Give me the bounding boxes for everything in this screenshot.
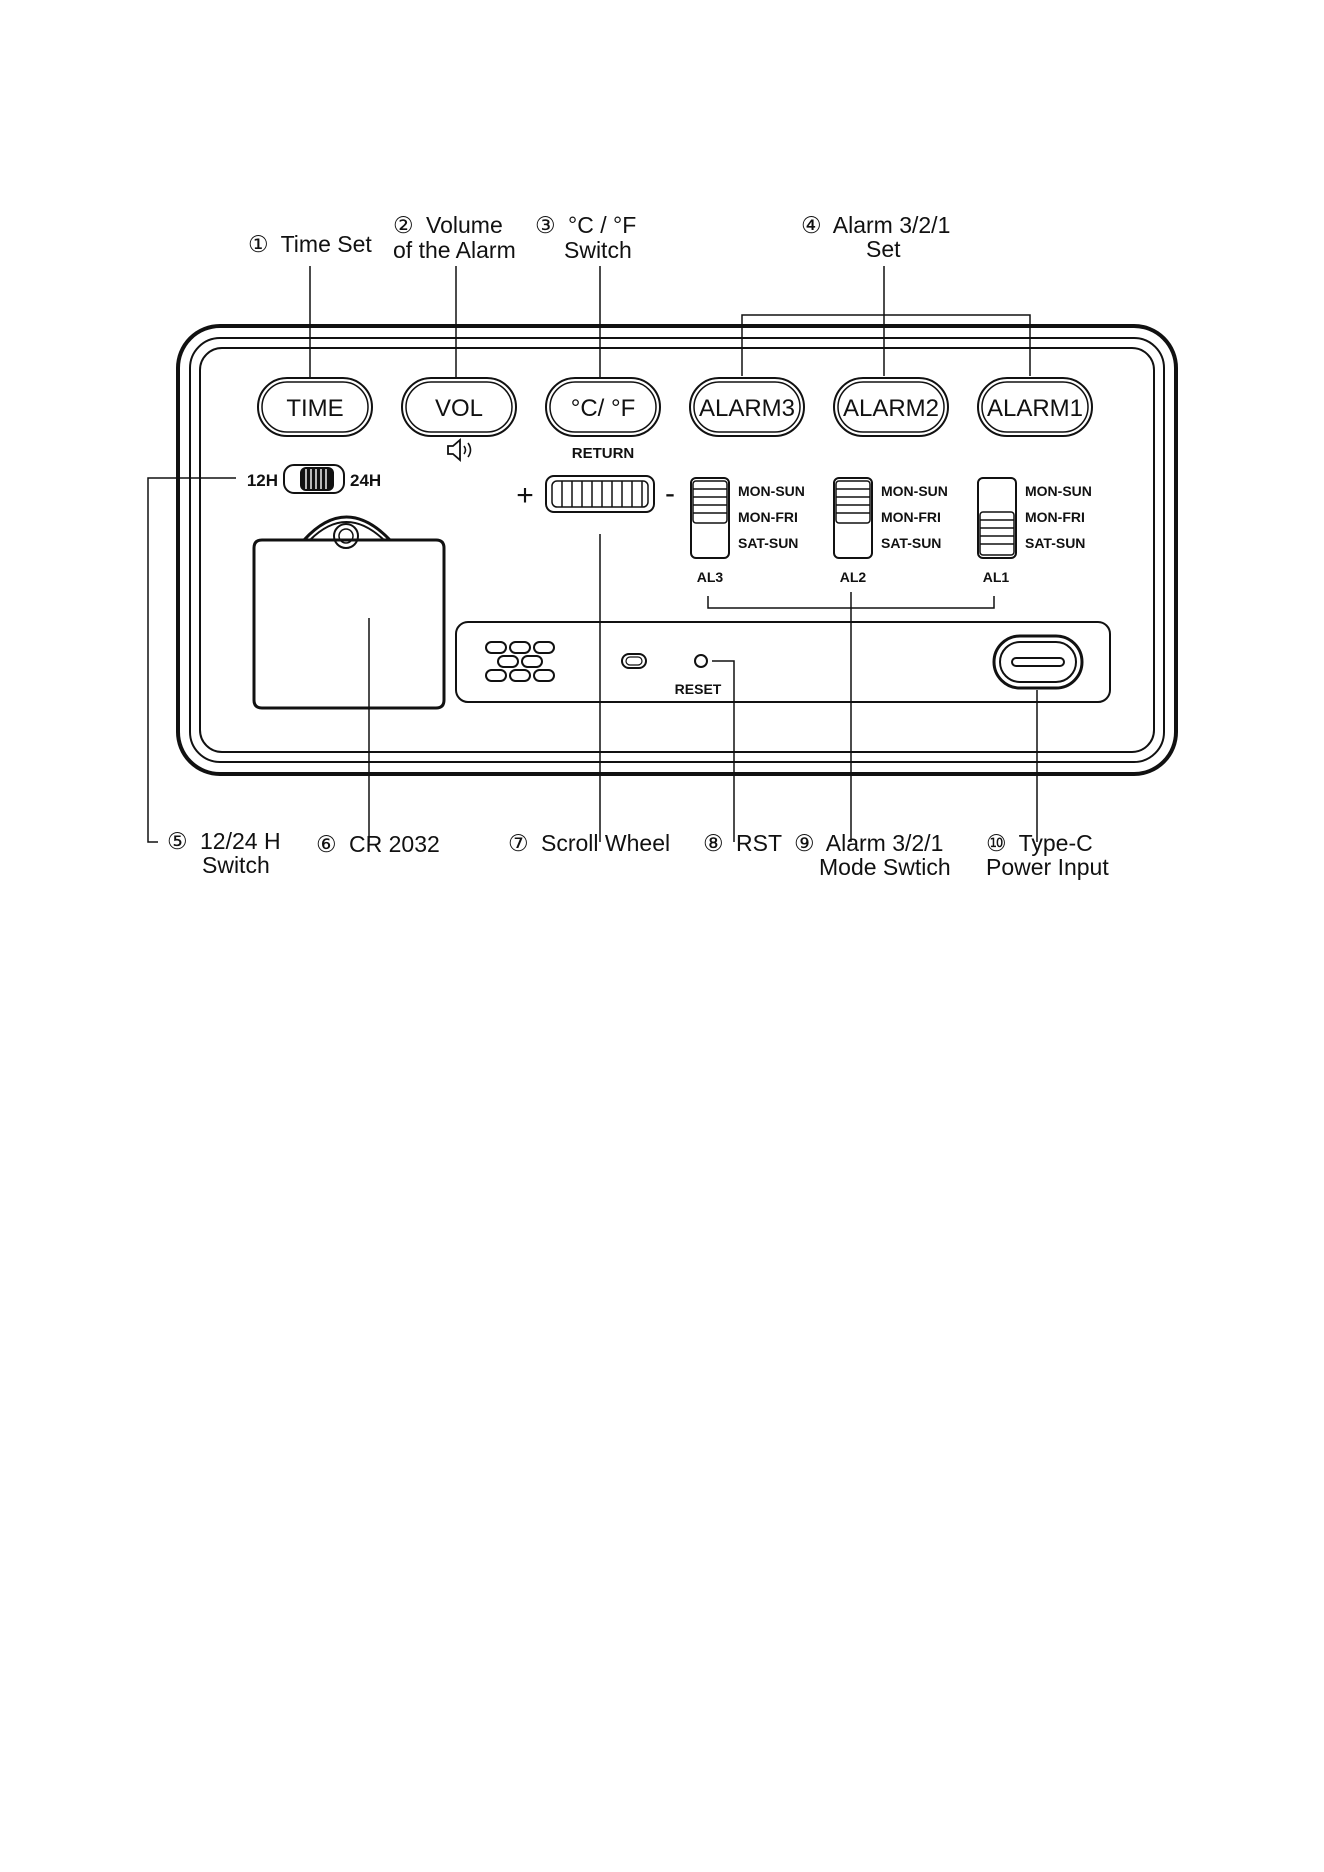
svg-text:⑤ 12/24 H: ⑤ 12/24 H bbox=[167, 828, 281, 854]
leader-lines bbox=[147, 266, 1038, 843]
callout-scroll-wheel: ⑦ Scroll Wheel bbox=[508, 830, 670, 856]
svg-text:⑦ Scroll Wheel: ⑦ Scroll Wheel bbox=[508, 830, 670, 856]
callout-6-number: ⑥ bbox=[316, 831, 337, 857]
callout-type-c: ⑩ Type-C Power Input bbox=[986, 830, 1109, 880]
al2-option-mon-fri: MON-FRI bbox=[881, 509, 941, 525]
label-24h: 24H bbox=[350, 471, 381, 490]
al2-label: AL2 bbox=[840, 569, 867, 585]
callout-10-text: Type-C bbox=[1019, 830, 1093, 856]
callout-4-text: Alarm 3/2/1 bbox=[833, 212, 951, 238]
callout-temp-switch: ③ °C / °F Switch bbox=[535, 212, 636, 263]
minus-label: - bbox=[665, 477, 675, 510]
al3-mode-switch[interactable] bbox=[690, 477, 730, 559]
al1-mode-switch[interactable] bbox=[977, 477, 1017, 559]
callout-2-text-line2: of the Alarm bbox=[393, 237, 516, 263]
callout-10-number: ⑩ bbox=[986, 830, 1007, 856]
callout-8-text: RST bbox=[736, 830, 782, 856]
callout-5-text: 12/24 H bbox=[200, 828, 281, 854]
hour-mode-switch[interactable] bbox=[283, 464, 345, 494]
svg-text:⑨ Alarm 3/2/1: ⑨ Alarm 3/2/1 bbox=[794, 830, 943, 856]
usb-c-port-icon[interactable] bbox=[992, 634, 1084, 690]
al3-label: AL3 bbox=[697, 569, 724, 585]
device-body bbox=[176, 324, 1178, 776]
al1-option-mon-fri: MON-FRI bbox=[1025, 509, 1085, 525]
callout-volume: ② Volume of the Alarm bbox=[393, 212, 516, 263]
al3-option-mon-sun: MON-SUN bbox=[738, 483, 805, 499]
plus-label: + bbox=[516, 479, 534, 512]
time-button[interactable]: TIME bbox=[257, 377, 373, 437]
svg-text:③ °C / °F: ③ °C / °F bbox=[535, 212, 636, 238]
al3-option-mon-fri: MON-FRI bbox=[738, 509, 798, 525]
label-12h: 12H bbox=[247, 471, 278, 490]
callout-hour-switch: ⑤ 12/24 H Switch bbox=[167, 828, 281, 878]
svg-text:⑩ Type-C: ⑩ Type-C bbox=[986, 830, 1093, 856]
reset-button[interactable] bbox=[694, 654, 708, 668]
callout-1-text: Time Set bbox=[281, 231, 373, 257]
speaker-icon bbox=[447, 438, 472, 462]
callout-time-set: ① Time Set bbox=[248, 231, 372, 257]
light-sensor bbox=[621, 653, 647, 669]
al1-option-sat-sun: SAT-SUN bbox=[1025, 535, 1085, 551]
callout-8-number: ⑧ bbox=[703, 830, 724, 856]
callout-6-text: CR 2032 bbox=[349, 831, 440, 857]
callout-alarm-mode-switch: ⑨ Alarm 3/2/1 Mode Swtich bbox=[794, 830, 951, 880]
callout-2-number: ② bbox=[393, 212, 414, 238]
al1-option-mon-sun: MON-SUN bbox=[1025, 483, 1092, 499]
svg-text:⑧ RST: ⑧ RST bbox=[703, 830, 782, 856]
callout-10-text-line2: Power Input bbox=[986, 854, 1109, 880]
svg-text:④ Alarm 3/2/1: ④ Alarm 3/2/1 bbox=[801, 212, 950, 238]
time-button-label: TIME bbox=[286, 395, 343, 422]
svg-text:⑥ CR 2032: ⑥ CR 2032 bbox=[316, 831, 440, 857]
al2-mode-switch[interactable] bbox=[833, 477, 873, 559]
al2-option-mon-sun: MON-SUN bbox=[881, 483, 948, 499]
lower-panel bbox=[455, 621, 1111, 703]
alarm3-button-label: ALARM3 bbox=[699, 395, 795, 422]
grille-icon bbox=[485, 641, 555, 682]
vol-button-label: VOL bbox=[435, 395, 483, 422]
alarm3-button[interactable]: ALARM3 bbox=[689, 377, 805, 437]
callout-3-text-line2: Switch bbox=[564, 237, 632, 263]
svg-text:② Volume: ② Volume bbox=[393, 212, 503, 238]
al2-option-sat-sun: SAT-SUN bbox=[881, 535, 941, 551]
callout-2-text: Volume bbox=[426, 212, 503, 238]
callout-5-text-line2: Switch bbox=[202, 852, 270, 878]
callout-7-number: ⑦ bbox=[508, 830, 529, 856]
callout-4-text-line2: Set bbox=[866, 236, 901, 262]
al1-label: AL1 bbox=[983, 569, 1010, 585]
al1-mode-options: MON-SUN MON-FRI SAT-SUN bbox=[1025, 483, 1092, 551]
callout-battery: ⑥ CR 2032 bbox=[316, 831, 440, 857]
callout-rst: ⑧ RST bbox=[703, 830, 782, 856]
al2-mode-options: MON-SUN MON-FRI SAT-SUN bbox=[881, 483, 948, 551]
callout-alarm-set: ④ Alarm 3/2/1 Set bbox=[801, 212, 950, 262]
callout-5-number: ⑤ bbox=[167, 828, 188, 854]
return-label: RETURN bbox=[572, 445, 635, 462]
temp-unit-button[interactable]: °C/ °F bbox=[545, 377, 661, 437]
callout-3-text: °C / °F bbox=[568, 212, 636, 238]
callout-1-number: ① bbox=[248, 231, 269, 257]
callout-9-text-line2: Mode Swtich bbox=[819, 854, 951, 880]
callout-9-number: ⑨ bbox=[794, 830, 815, 856]
alarm2-button-label: ALARM2 bbox=[843, 395, 939, 422]
al3-option-sat-sun: SAT-SUN bbox=[738, 535, 798, 551]
callout-4-number: ④ bbox=[801, 212, 822, 238]
scroll-wheel[interactable] bbox=[545, 475, 655, 513]
alarm1-button[interactable]: ALARM1 bbox=[977, 377, 1093, 437]
svg-text:① Time Set: ① Time Set bbox=[248, 231, 372, 257]
callout-9-text: Alarm 3/2/1 bbox=[826, 830, 944, 856]
callout-7-text: Scroll Wheel bbox=[541, 830, 670, 856]
battery-cover-icon[interactable] bbox=[252, 515, 446, 710]
alarm1-button-label: ALARM1 bbox=[987, 395, 1083, 422]
reset-label: RESET bbox=[675, 681, 722, 697]
al3-mode-options: MON-SUN MON-FRI SAT-SUN bbox=[738, 483, 805, 551]
alarm2-button[interactable]: ALARM2 bbox=[833, 377, 949, 437]
callout-3-number: ③ bbox=[535, 212, 556, 238]
temp-unit-button-label: °C/ °F bbox=[571, 395, 636, 422]
vol-button[interactable]: VOL bbox=[401, 377, 517, 437]
